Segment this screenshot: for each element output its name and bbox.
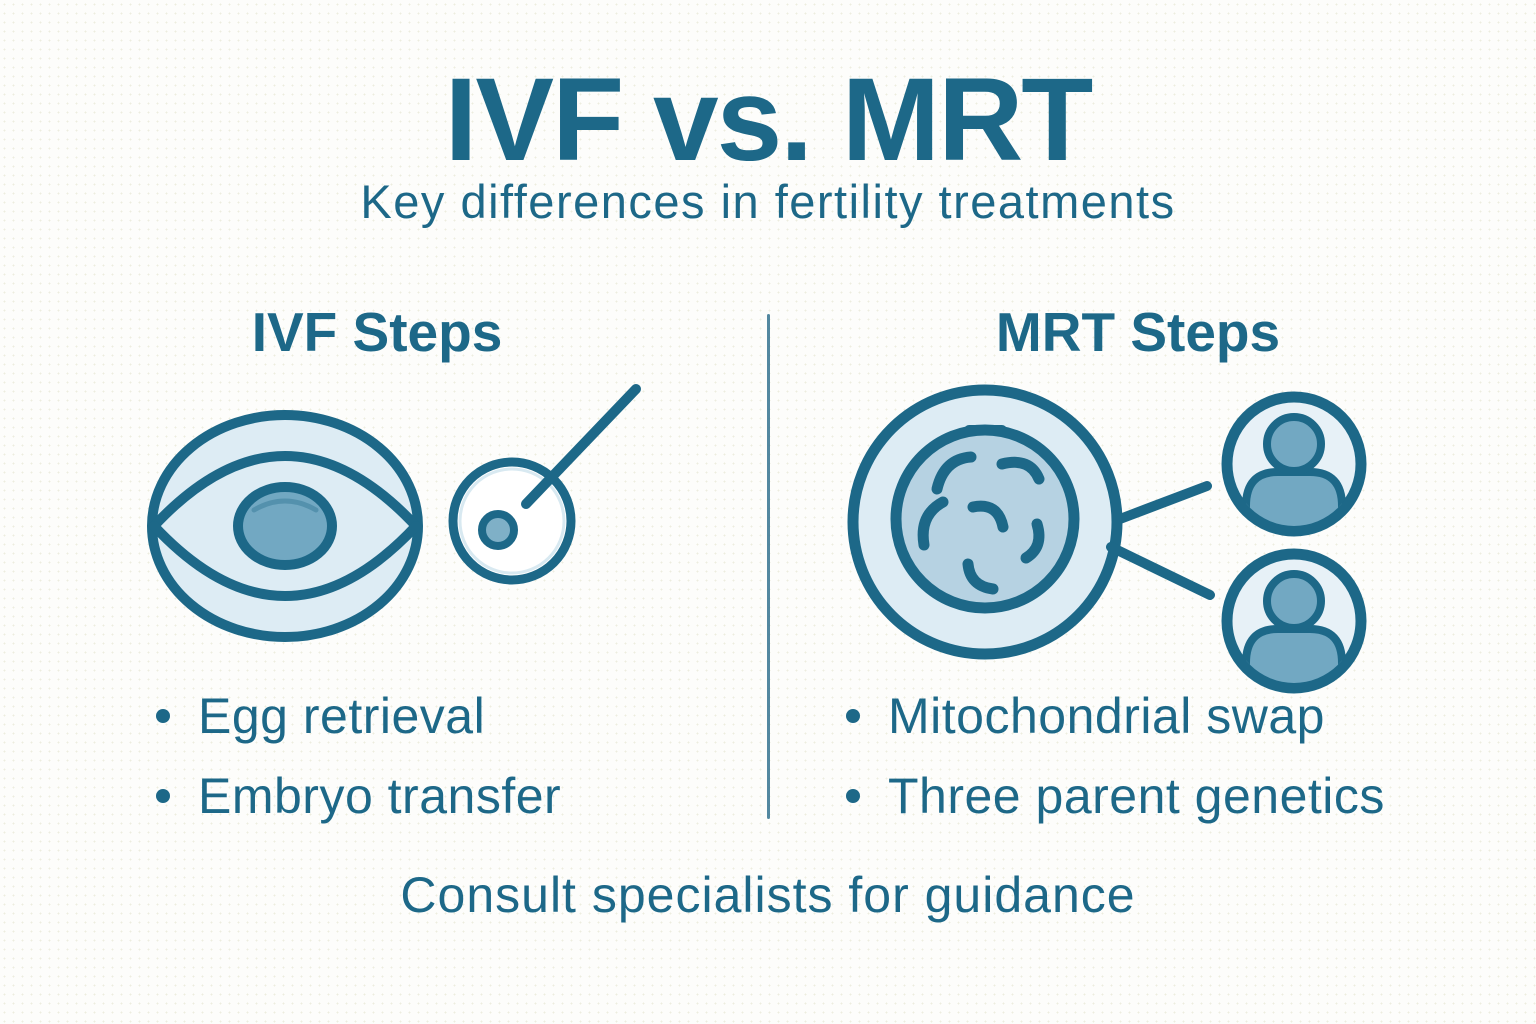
bullet-dot-icon bbox=[846, 709, 860, 723]
cell-mitochondria-icon bbox=[847, 384, 1123, 660]
ivf-steps-list: Egg retrieval Embryo transfer bbox=[150, 676, 770, 836]
ivf-illustration-svg bbox=[147, 384, 641, 642]
page-title: IVF vs. MRT bbox=[444, 54, 1094, 186]
footer-note: Consult specialists for guidance bbox=[400, 867, 1136, 923]
parent-avatar-icon bbox=[1221, 548, 1367, 694]
list-item: Three parent genetics bbox=[840, 756, 1480, 836]
bullet-dot-icon bbox=[156, 709, 170, 723]
page-subtitle: Key differences in fertility treatments bbox=[360, 175, 1176, 228]
column-divider bbox=[767, 314, 770, 819]
bullet-label: Egg retrieval bbox=[198, 688, 486, 744]
connector-lines bbox=[1106, 481, 1215, 600]
list-item: Embryo transfer bbox=[150, 756, 770, 836]
list-item: Egg retrieval bbox=[150, 676, 770, 756]
mrt-steps-list: Mitochondrial swap Three parent genetics bbox=[840, 676, 1480, 836]
egg-injection-needle-icon bbox=[448, 384, 641, 585]
mrt-illustration-svg bbox=[847, 384, 1367, 694]
bullet-dot-icon bbox=[846, 789, 860, 803]
parent-avatar-icon bbox=[1221, 391, 1367, 537]
mrt-column-header: MRT Steps bbox=[995, 301, 1281, 363]
ivf-column-header: IVF Steps bbox=[251, 301, 503, 363]
ivf-illustration bbox=[130, 378, 650, 678]
petri-dish-egg-icon bbox=[147, 410, 423, 642]
bullet-dot-icon bbox=[156, 789, 170, 803]
mrt-illustration bbox=[840, 382, 1400, 704]
bullet-label: Three parent genetics bbox=[888, 768, 1385, 824]
list-item: Mitochondrial swap bbox=[840, 676, 1480, 756]
bullet-label: Mitochondrial swap bbox=[888, 688, 1325, 744]
bullet-label: Embryo transfer bbox=[198, 768, 562, 824]
